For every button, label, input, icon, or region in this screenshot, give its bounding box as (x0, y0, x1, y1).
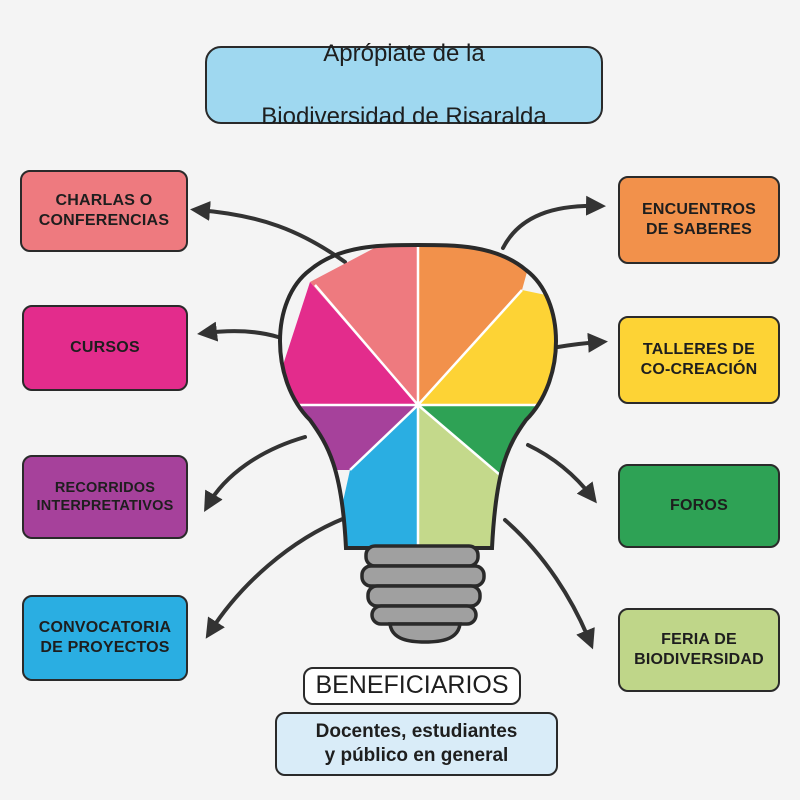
arrow-recorridos (204, 435, 307, 512)
slice-feria (418, 405, 500, 548)
arrow-convocatoria (205, 516, 347, 639)
beneficiarios-heading: BENEFICIARIOS (303, 667, 521, 705)
box-talleres-cocreacion: TALLERES DE CO-CREACIÓN (618, 316, 780, 404)
arrow-encuentros (501, 195, 606, 250)
box-convocatoria-proyectos: CONVOCATORIA DE PROYECTOS (22, 595, 188, 681)
title-line-2: Biodiversidad de Risaralda (261, 102, 547, 130)
beneficiarios-description: Docentes, estudiantes y público en gener… (275, 712, 558, 776)
slice-charlas (310, 245, 418, 405)
slice-dividers (280, 245, 556, 548)
slice-talleres (418, 290, 556, 405)
box-charlas-conferencias: CHARLAS O CONFERENCIAS (20, 170, 188, 252)
arrow-cursos (197, 321, 280, 342)
bulb-slices (280, 245, 556, 548)
slice-cursos (280, 282, 418, 405)
arrow-talleres (556, 332, 608, 353)
box-encuentros-saberes: ENCUENTROS DE SABERES (618, 176, 780, 264)
arrow-charlas (190, 200, 347, 264)
arrow-foros (526, 443, 597, 504)
box-cursos: CURSOS (22, 305, 188, 391)
arrows (190, 195, 608, 650)
title-line-1: Aprópiate de la (323, 40, 485, 68)
slice-convocatoria (330, 405, 418, 548)
bulb-base (360, 544, 486, 644)
box-feria-biodiversidad: FERIA DE BIODIVERSIDAD (618, 608, 780, 692)
arrow-feria (503, 518, 595, 650)
slice-encuentros (418, 245, 540, 405)
page-title: Aprópiate de la Biodiversidad de Risaral… (205, 40, 603, 130)
box-foros: FOROS (618, 464, 780, 548)
box-recorridos-interpretativos: RECORRIDOS INTERPRETATIVOS (22, 455, 188, 539)
